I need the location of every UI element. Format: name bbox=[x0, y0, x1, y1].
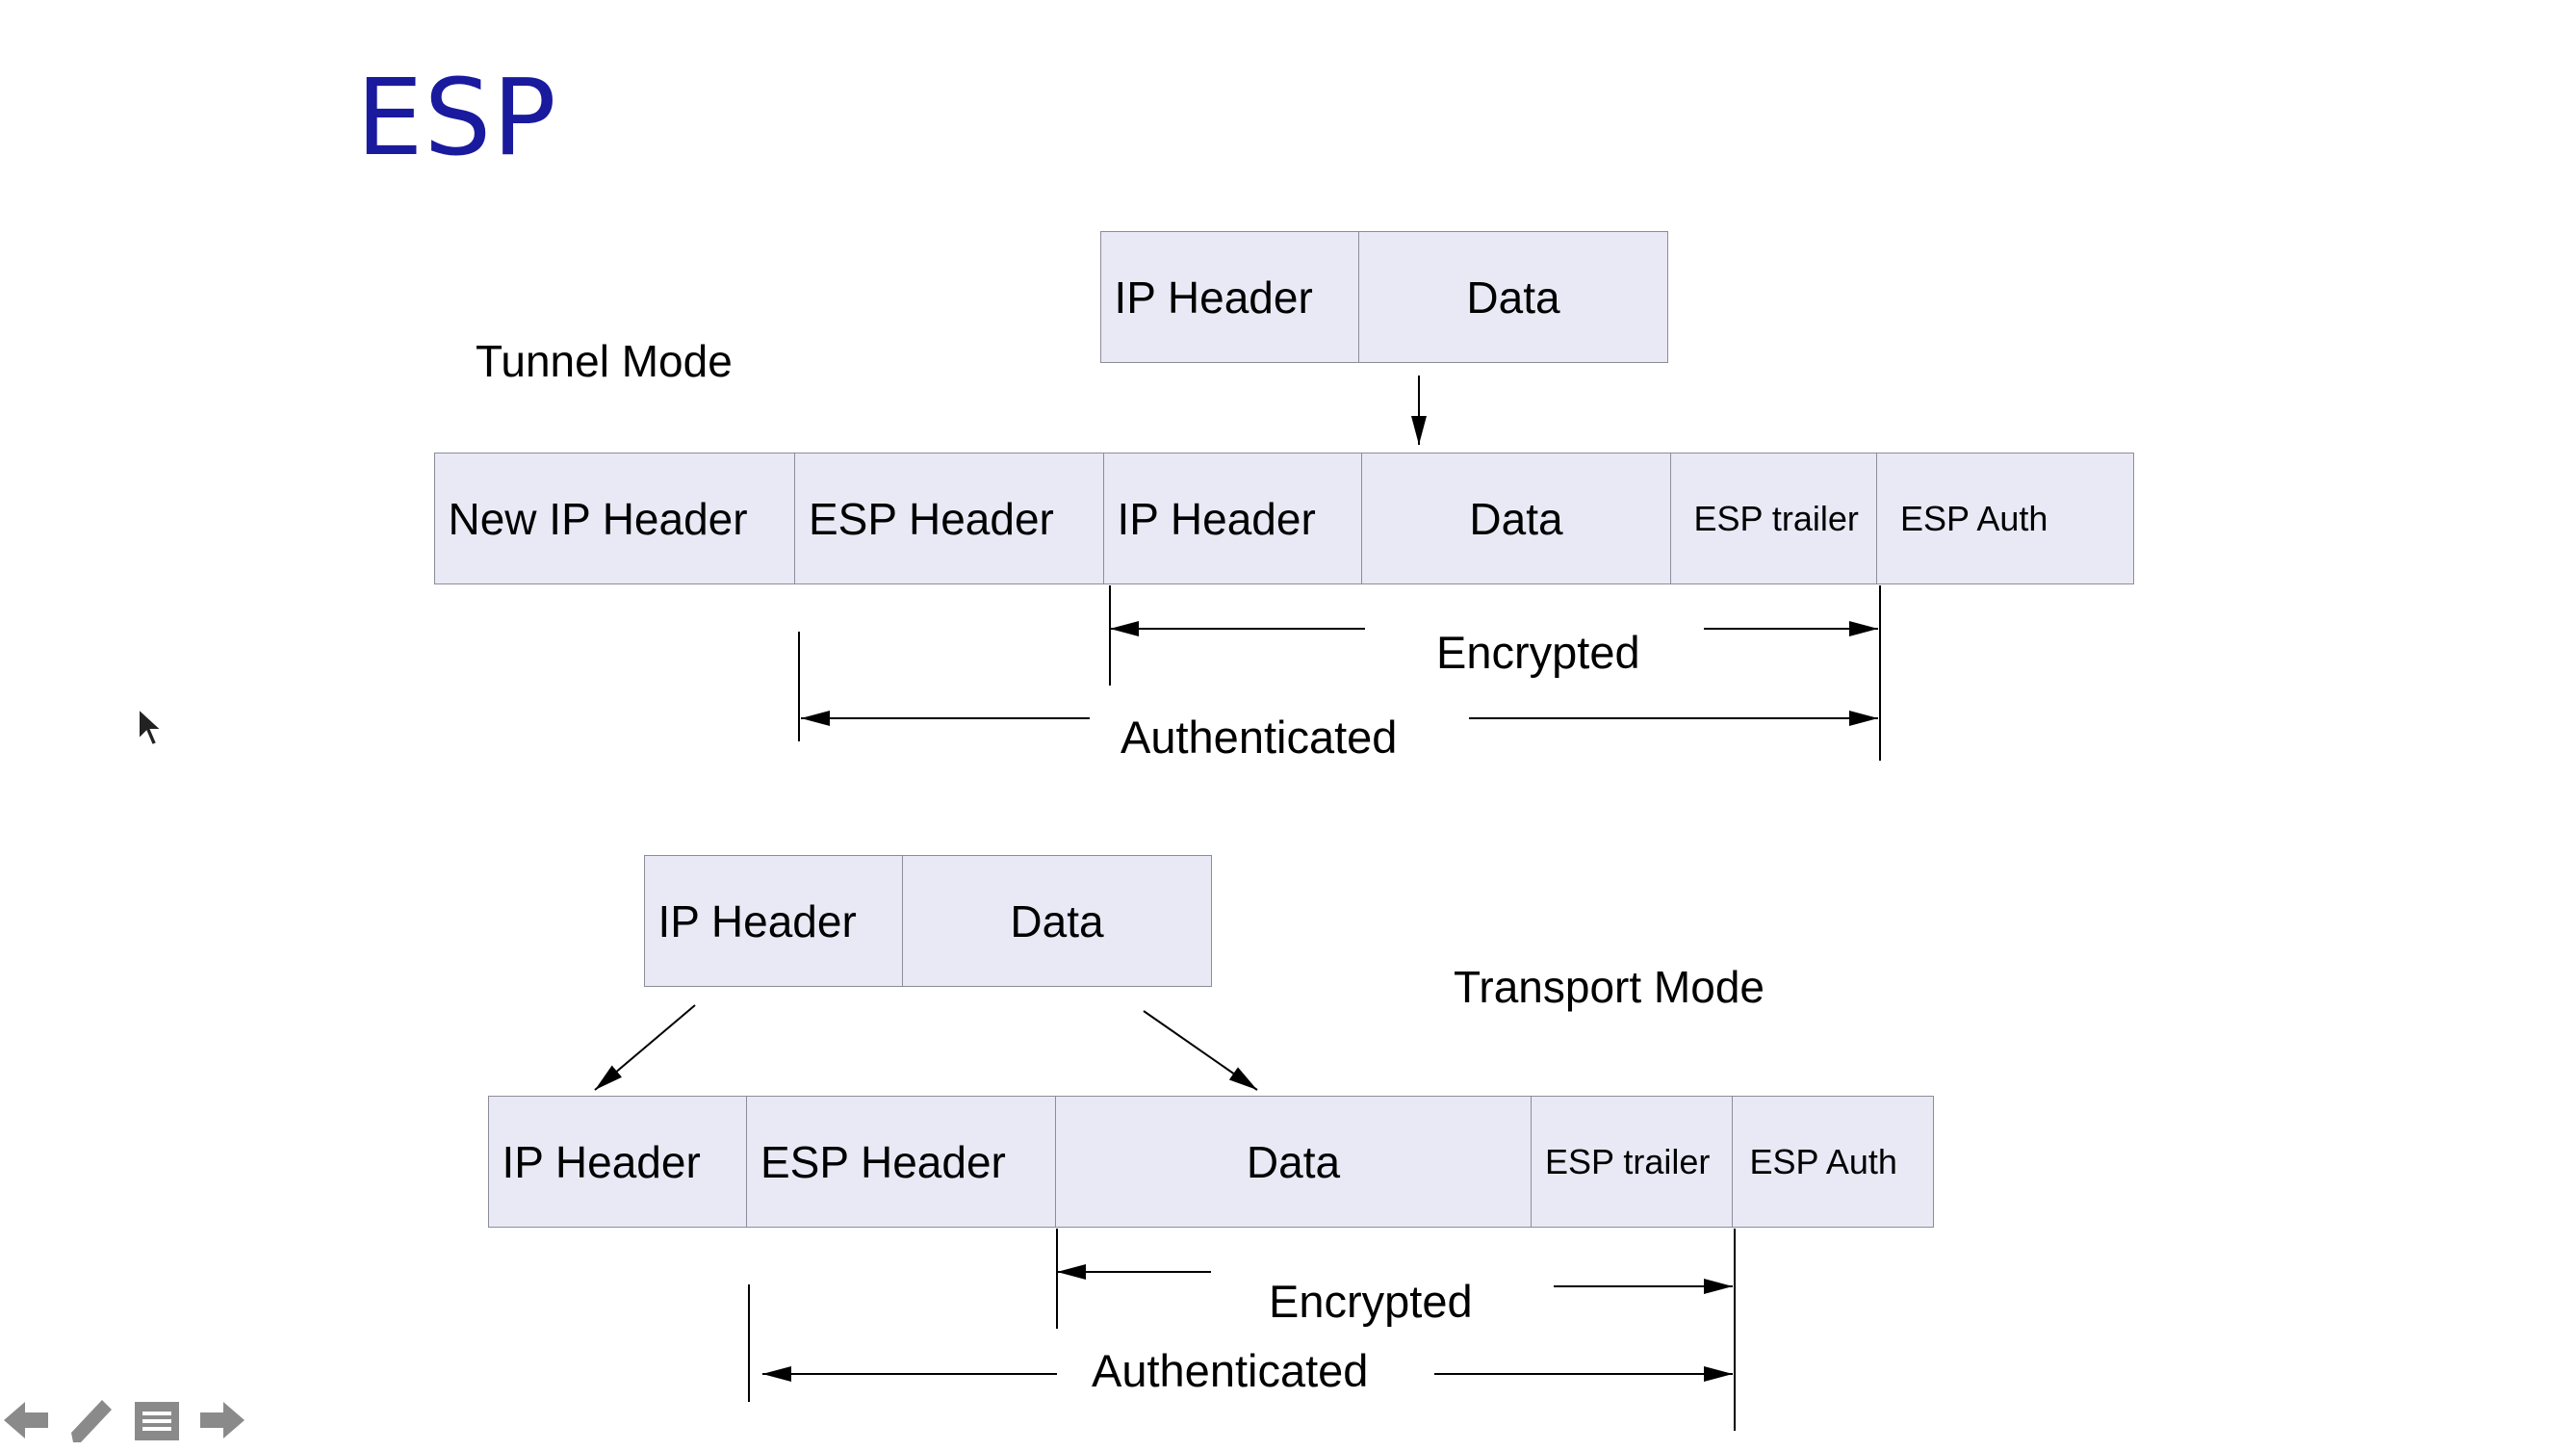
slide-title: ESP bbox=[356, 56, 557, 179]
packet-field-esp-trailer: ESP trailer bbox=[1531, 1096, 1733, 1228]
packet-field-esp-header: ESP Header bbox=[746, 1096, 1056, 1228]
packet-field-esp-auth: ESP Auth bbox=[1731, 1096, 1934, 1228]
slideshow-toolbar bbox=[0, 1394, 248, 1446]
packet-field-data: Data bbox=[1358, 231, 1668, 363]
menu-icon[interactable] bbox=[131, 1394, 183, 1446]
arrow-left-icon[interactable] bbox=[0, 1394, 52, 1446]
packet-field-ip-header: IP Header bbox=[1099, 231, 1360, 363]
transport-authenticated-label: Authenticated bbox=[1086, 1344, 1375, 1397]
packet-field-data: Data bbox=[1361, 453, 1671, 584]
packet-field-new-ip-header: New IP Header bbox=[433, 453, 796, 584]
tunnel-esp-packet: New IP Header ESP Header IP Header Data … bbox=[433, 453, 2134, 584]
packet-field-esp-auth: ESP Auth bbox=[1876, 453, 2134, 584]
packet-field-esp-trailer: ESP trailer bbox=[1669, 453, 1878, 584]
tunnel-encrypted-label: Encrypted bbox=[1430, 626, 1646, 679]
packet-field-ip-header: IP Header bbox=[487, 1096, 748, 1228]
tunnel-original-packet: IP Header Data bbox=[1099, 231, 1668, 363]
packet-field-esp-header: ESP Header bbox=[794, 453, 1104, 584]
packet-field-ip-header: IP Header bbox=[1102, 453, 1363, 584]
tunnel-authenticated-label: Authenticated bbox=[1115, 711, 1404, 764]
packet-field-data: Data bbox=[1054, 1096, 1533, 1228]
pen-icon[interactable] bbox=[65, 1394, 117, 1446]
transport-esp-packet: IP Header ESP Header Data ESP trailer ES… bbox=[487, 1096, 1934, 1228]
transport-original-packet: IP Header Data bbox=[643, 855, 1212, 987]
mouse-cursor-icon bbox=[138, 707, 164, 747]
transport-mode-label: Transport Mode bbox=[1454, 962, 1765, 1012]
arrow-right-icon[interactable] bbox=[196, 1394, 248, 1446]
packet-field-ip-header: IP Header bbox=[643, 855, 904, 987]
transport-left-diag-arrow bbox=[594, 1004, 696, 1091]
packet-field-data: Data bbox=[902, 855, 1212, 987]
transport-encrypted-label: Encrypted bbox=[1263, 1275, 1479, 1328]
transport-right-diag-arrow bbox=[1143, 1010, 1258, 1091]
tunnel-mode-label: Tunnel Mode bbox=[476, 336, 733, 386]
